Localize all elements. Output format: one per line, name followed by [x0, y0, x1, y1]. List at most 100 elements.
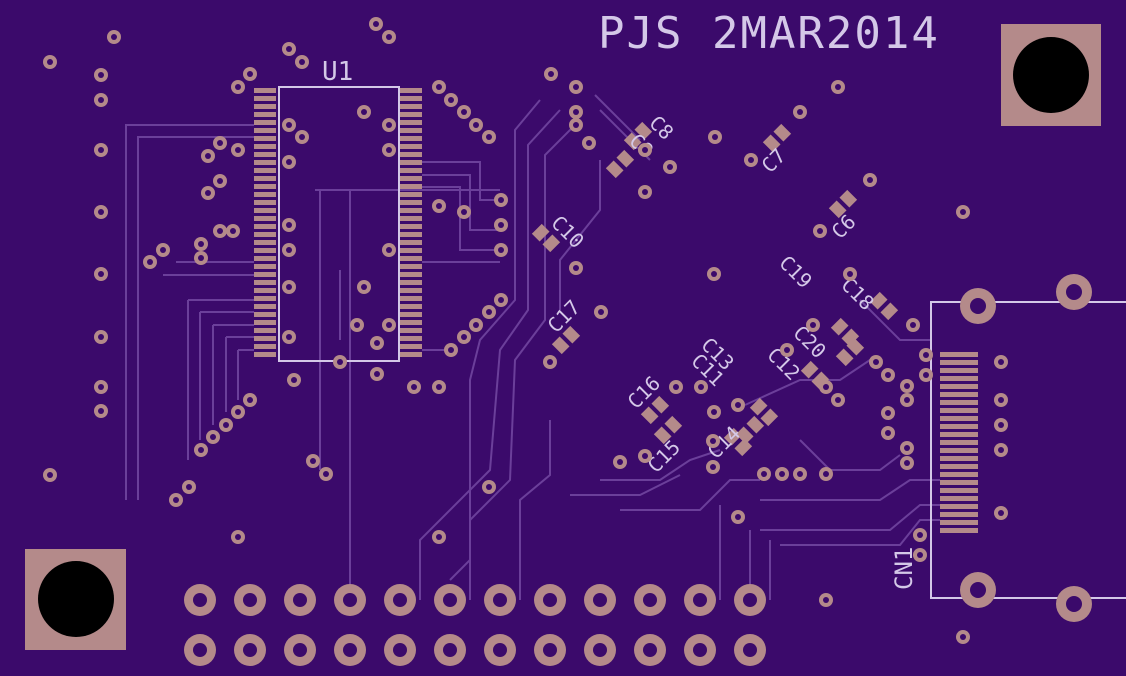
via [201, 149, 215, 163]
via [469, 118, 483, 132]
u1-pad [254, 280, 276, 285]
via-hole [573, 109, 579, 115]
u1-pad [400, 296, 422, 301]
via-hole [337, 359, 343, 365]
via [143, 255, 157, 269]
via [775, 467, 789, 481]
via-hole [835, 397, 841, 403]
via-hole [998, 510, 1004, 516]
via [226, 224, 240, 238]
via [169, 493, 183, 507]
header-pin-hole [593, 643, 607, 657]
via [231, 80, 245, 94]
via-hole [98, 209, 104, 215]
cn1-pad [940, 496, 978, 501]
header-pin-hole [743, 643, 757, 657]
via [282, 118, 296, 132]
u1-pad [254, 216, 276, 221]
header-pin-hole [543, 593, 557, 607]
via-hole [98, 334, 104, 340]
header-pin-hole [493, 593, 507, 607]
header-pin-hole [643, 643, 657, 657]
via [706, 460, 720, 474]
via-hole [847, 271, 853, 277]
u1-pad [254, 160, 276, 165]
u1-pad [254, 176, 276, 181]
header-pin [334, 634, 366, 666]
via-hole [797, 471, 803, 477]
u1-pad [400, 232, 422, 237]
via [613, 455, 627, 469]
trace [570, 474, 681, 496]
via [231, 405, 245, 419]
header-pin-hole [693, 643, 707, 657]
via [569, 118, 583, 132]
header-pin-hole [443, 643, 457, 657]
capacitor-c18 [869, 291, 899, 321]
via-hole [573, 265, 579, 271]
via [956, 630, 970, 644]
via-hole [498, 247, 504, 253]
via-hole [98, 271, 104, 277]
u1-pad [254, 320, 276, 325]
via-hole [436, 203, 442, 209]
via-hole [904, 445, 910, 451]
u1-pad [254, 168, 276, 173]
cn1-pad [940, 528, 978, 533]
via [819, 467, 833, 481]
u1-pad [254, 192, 276, 197]
cn1-pads [940, 352, 978, 533]
via [357, 280, 371, 294]
via [638, 143, 652, 157]
header-pin-hole [193, 593, 207, 607]
u1-pad [254, 248, 276, 253]
via-hole [486, 134, 492, 140]
via [382, 30, 396, 44]
cn1-pad [940, 504, 978, 509]
capacitor-c7 [762, 123, 792, 153]
header-pin [384, 584, 416, 616]
via [382, 118, 396, 132]
via-hole [784, 347, 790, 353]
header-pin [534, 634, 566, 666]
cn1-pad [940, 360, 978, 365]
cn1-shield-pads [960, 274, 1092, 622]
via [350, 318, 364, 332]
via-hole [923, 352, 929, 358]
u1-pad [254, 208, 276, 213]
via-hole [98, 147, 104, 153]
cn1-pad [940, 456, 978, 461]
trace [199, 311, 254, 440]
header-pin-hole [393, 593, 407, 607]
header-pin [284, 584, 316, 616]
u1-pad [254, 232, 276, 237]
u1-pad [254, 344, 276, 349]
cn1-pad [940, 392, 978, 397]
via-hole [473, 322, 479, 328]
via [107, 30, 121, 44]
via-hole [904, 460, 910, 466]
via-hole [998, 359, 1004, 365]
via-hole [867, 177, 873, 183]
cn1-pad [940, 408, 978, 413]
via-hole [448, 97, 454, 103]
u1-pad [254, 144, 276, 149]
via [900, 379, 914, 393]
u1-pad [400, 136, 422, 141]
via [94, 380, 108, 394]
via [382, 143, 396, 157]
via-hole [498, 197, 504, 203]
via-hole [917, 532, 923, 538]
capacitor-c12 [800, 360, 830, 390]
via [819, 593, 833, 607]
u1-pad [400, 200, 422, 205]
header-pin [384, 634, 416, 666]
capacitor-c16 [640, 395, 670, 425]
via [900, 456, 914, 470]
via [282, 243, 296, 257]
header-pin [684, 634, 716, 666]
header-pin-hole [593, 593, 607, 607]
via [407, 380, 421, 394]
u1-pad [400, 176, 422, 181]
